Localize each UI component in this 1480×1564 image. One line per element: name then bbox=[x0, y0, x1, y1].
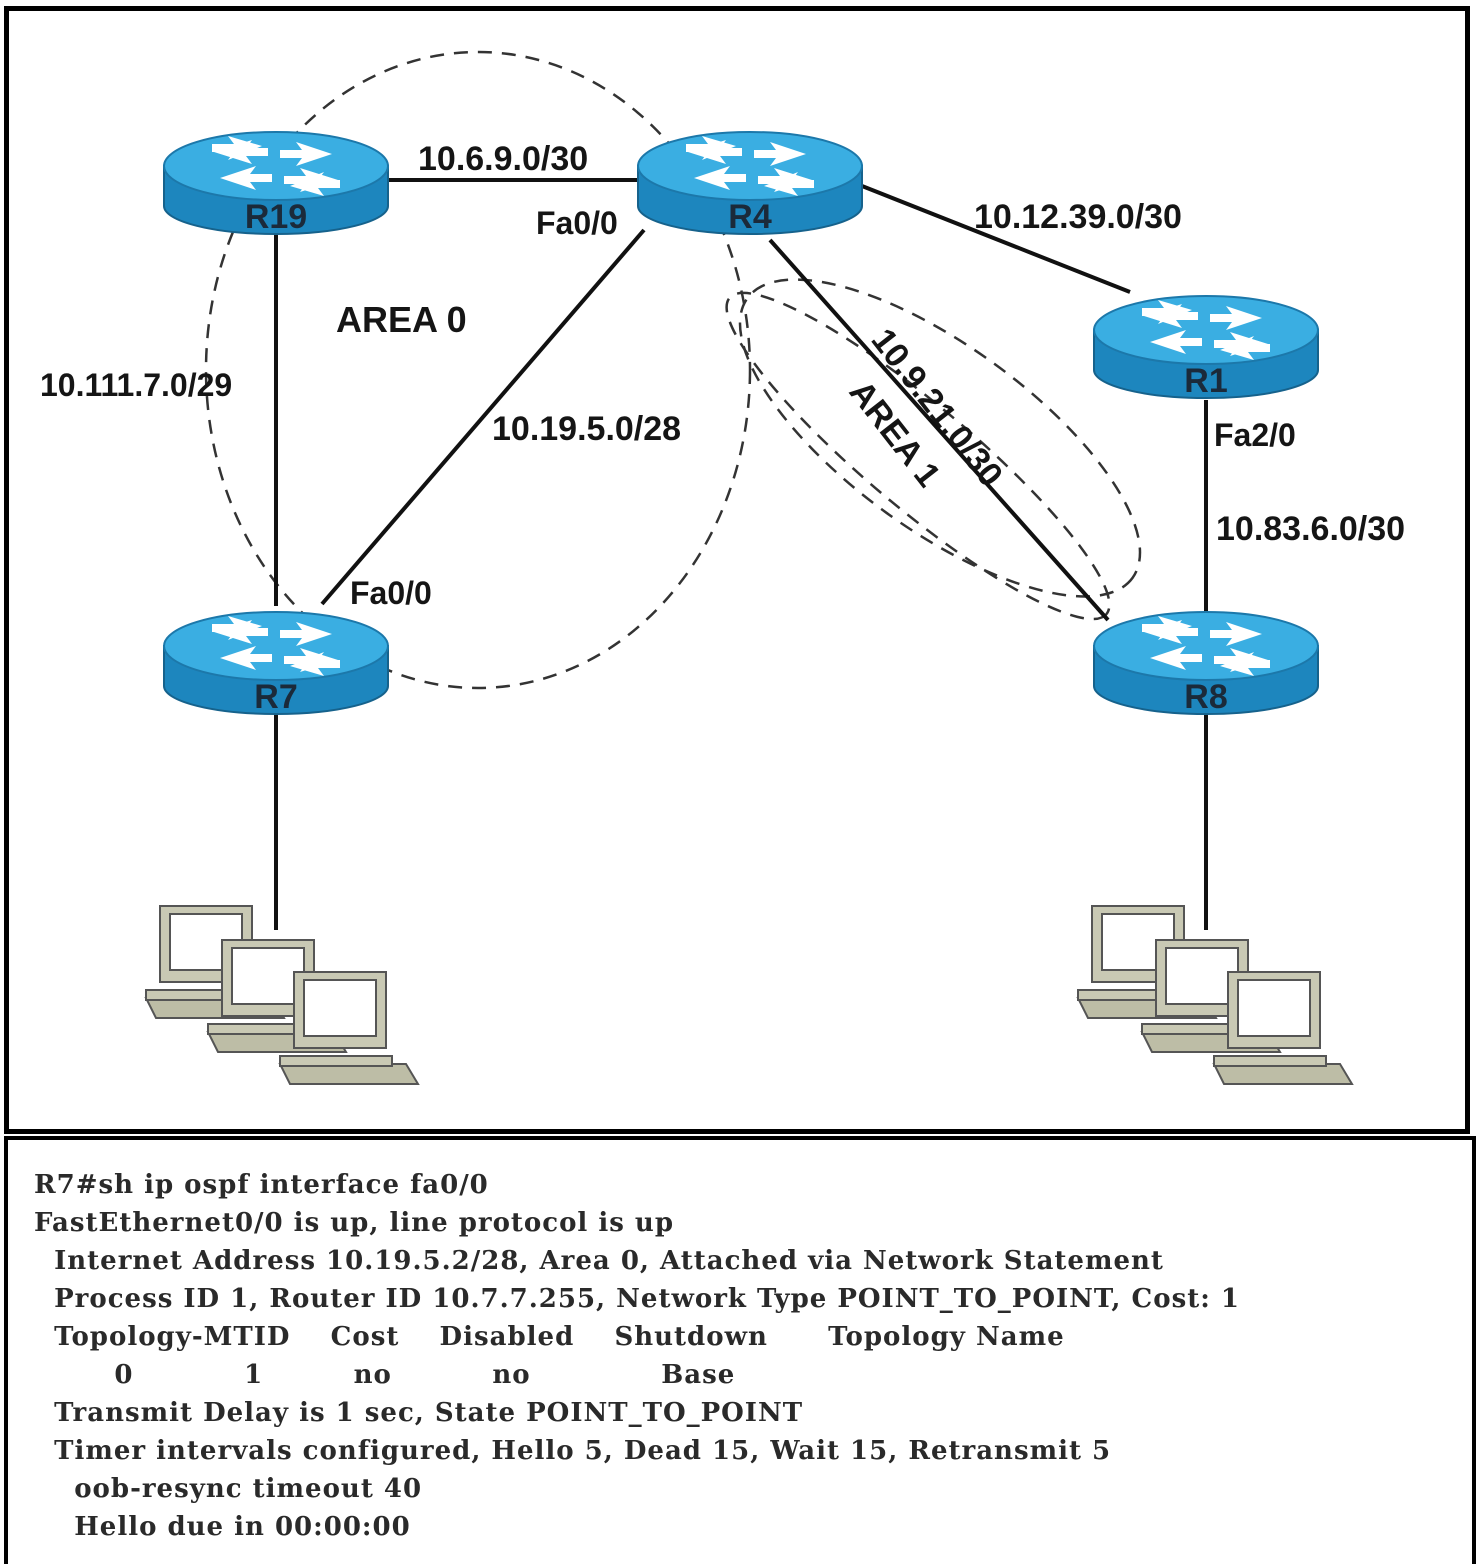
pc-icon bbox=[279, 971, 419, 1085]
cli-line: FastEthernet0/0 is up, line protocol is … bbox=[34, 1208, 675, 1238]
subnet-label-r19-r4: 10.6.9.0/30 bbox=[418, 140, 588, 178]
cli-line: oob-resync timeout 40 bbox=[34, 1474, 423, 1504]
router-r4[interactable]: R4 bbox=[637, 131, 863, 236]
link-r4-r1 bbox=[861, 184, 1131, 294]
link-r4-r7 bbox=[320, 228, 646, 606]
router-label-r8: R8 bbox=[1184, 678, 1227, 716]
cli-line: Hello due in 00:00:00 bbox=[34, 1512, 411, 1542]
router-r8[interactable]: R8 bbox=[1093, 611, 1319, 716]
subnet-label-r4-r1: 10.12.39.0/30 bbox=[974, 198, 1182, 236]
router-r19[interactable]: R19 bbox=[163, 131, 389, 236]
cli-line: Process ID 1, Router ID 10.7.7.255, Netw… bbox=[34, 1284, 1240, 1314]
cli-line: Transmit Delay is 1 sec, State POINT_TO_… bbox=[34, 1398, 804, 1428]
router-label-r1: R1 bbox=[1184, 362, 1227, 400]
pc-group-r8 bbox=[1077, 905, 1353, 1085]
pc-group-r7 bbox=[145, 905, 419, 1085]
interface-label-r7-fa00: Fa0/0 bbox=[350, 575, 432, 611]
router-r7[interactable]: R7 bbox=[163, 611, 389, 716]
area1-boundary-inner bbox=[725, 291, 1111, 621]
area0-boundary bbox=[204, 50, 752, 690]
topology-diagram: R19 R4 R1 R7 R8 10.6.9.0/30 10.12.39.0/3… bbox=[40, 50, 1405, 1085]
pc-icon bbox=[1213, 971, 1353, 1085]
interface-label-r4-fa00: Fa0/0 bbox=[536, 205, 618, 241]
cli-line: 0 1 no no Base bbox=[34, 1360, 736, 1390]
subnet-label-r4-r7: 10.19.5.0/28 bbox=[492, 410, 681, 448]
interface-label-r1-fa20: Fa2/0 bbox=[1214, 417, 1296, 453]
subnet-label-r1-r8: 10.83.6.0/30 bbox=[1216, 510, 1405, 548]
router-r1[interactable]: R1 bbox=[1093, 295, 1319, 400]
router-label-r19: R19 bbox=[245, 198, 307, 236]
link-r4-r8 bbox=[768, 238, 1110, 622]
router-label-r7: R7 bbox=[254, 678, 297, 716]
subnet-label-r19-r7: 10.111.7.0/29 bbox=[40, 367, 232, 403]
cli-output-panel: R7#sh ip ospf interface fa0/0 FastEthern… bbox=[4, 1136, 1476, 1564]
cli-line: Topology-MTID Cost Disabled Shutdown Top… bbox=[34, 1322, 1065, 1352]
cli-line: Timer intervals configured, Hello 5, Dea… bbox=[34, 1436, 1112, 1466]
cli-line: Internet Address 10.19.5.2/28, Area 0, A… bbox=[34, 1246, 1164, 1276]
router-label-r4: R4 bbox=[728, 198, 772, 236]
cli-line: R7#sh ip ospf interface fa0/0 bbox=[34, 1170, 489, 1200]
area1-boundary-outer bbox=[738, 278, 1142, 598]
area0-label: AREA 0 bbox=[336, 299, 467, 340]
